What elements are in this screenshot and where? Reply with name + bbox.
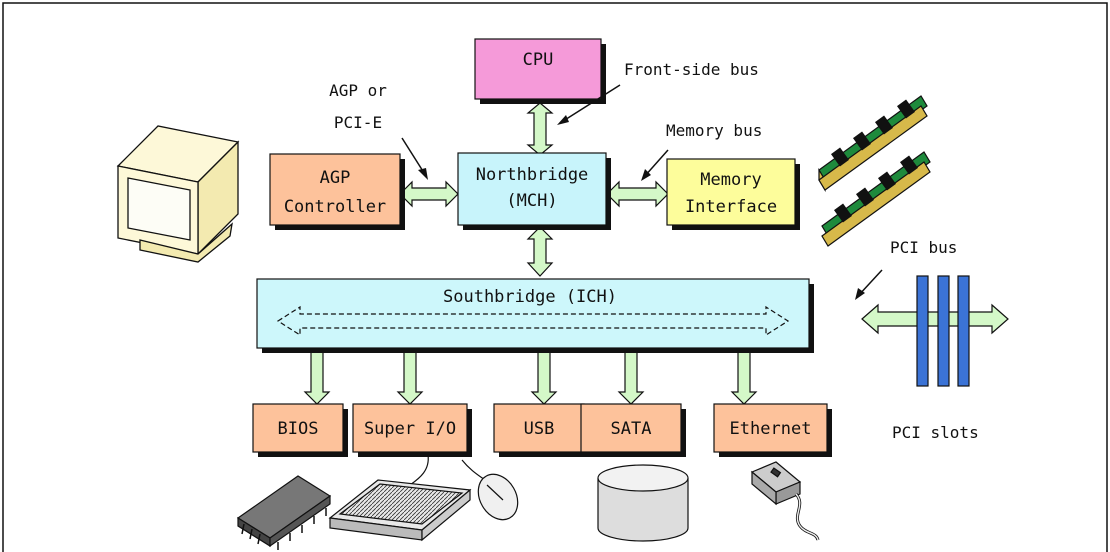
sata-box: SATA (580, 403, 686, 457)
keyboard-icon (328, 454, 472, 542)
cpu-label: CPU (523, 50, 554, 70)
northbridge-box: Northbridge (MCH) (457, 152, 611, 230)
monitor-icon (116, 125, 240, 263)
ethernet-label: Ethernet (730, 419, 812, 439)
fsb-pointer-head (557, 115, 569, 125)
disk-drive-icon (597, 464, 689, 542)
memory-bus-label: Memory bus (666, 121, 762, 140)
bios-box: BIOS (252, 403, 348, 457)
memory-interface-box: Memory Interface (666, 158, 800, 230)
super-io-box: Super I/O (352, 403, 472, 457)
memory-label: Memory (700, 170, 761, 190)
mouse-icon (461, 459, 519, 521)
hub-link-arrow (526, 226, 554, 277)
cpu-box: CPU (474, 38, 606, 104)
memory-pointer-head (641, 169, 651, 181)
agp-pcie-label-line2: PCI-E (334, 113, 382, 132)
pci-slots (916, 275, 970, 387)
pci-slots-label: PCI slots (892, 423, 979, 442)
agp-pointer-head (418, 168, 428, 180)
network-plug-icon (750, 461, 820, 541)
fsb-arrow (526, 102, 554, 156)
agp-controller-box: AGP Controller (269, 153, 405, 230)
usb-label: USB (524, 419, 555, 439)
agp-pcie-label-line1: AGP or (329, 81, 387, 100)
northbridge-sublabel: (MCH) (506, 191, 557, 211)
front-side-bus-label: Front-side bus (624, 60, 759, 79)
pci-bus-label: PCI bus (890, 238, 957, 257)
northbridge-label: Northbridge (476, 165, 589, 185)
pci-slot-3 (957, 275, 970, 387)
chip-icon (236, 475, 332, 550)
southbridge-box: Southbridge (ICH) (256, 278, 814, 353)
fsb-pointer (559, 84, 621, 124)
internal-bus-arrow (276, 305, 790, 337)
memory-module-icon (818, 95, 931, 247)
super-io-label: Super I/O (364, 419, 456, 439)
memory-sublabel: Interface (685, 197, 777, 217)
usb-box: USB (493, 403, 589, 457)
pci-slot-2 (937, 275, 950, 387)
agp-bus-arrow (399, 180, 459, 208)
agp-sublabel: Controller (284, 197, 386, 217)
pci-bus-arrow (861, 303, 1009, 335)
pci-slot-1 (916, 275, 929, 387)
sata-label: SATA (611, 419, 652, 439)
pci-pointer-head (855, 288, 865, 300)
memory-bus-arrow (606, 180, 669, 208)
southbridge-label: Southbridge (ICH) (443, 287, 617, 307)
ethernet-box: Ethernet (713, 403, 832, 457)
bios-label: BIOS (278, 419, 319, 439)
agp-label: AGP (320, 168, 351, 188)
